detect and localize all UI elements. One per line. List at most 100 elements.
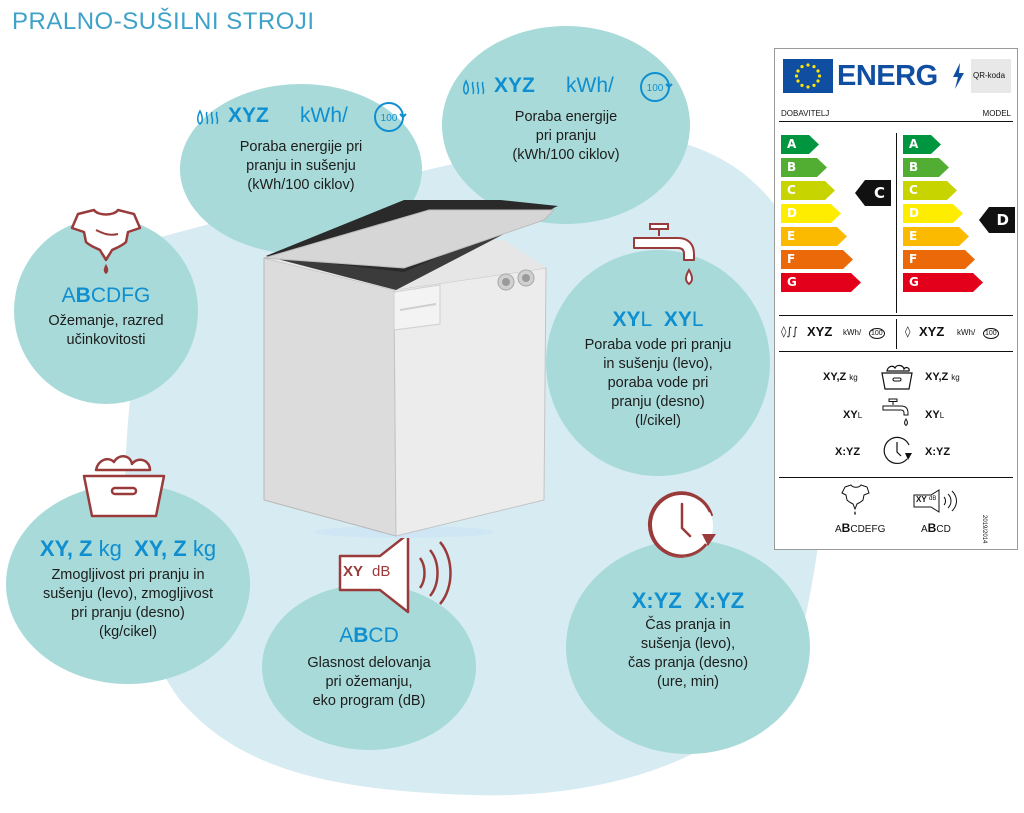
- description-line: Glasnost delovanja: [307, 655, 431, 671]
- description-line: Čas pranja in: [645, 617, 731, 633]
- faucet-icon: [633, 223, 695, 286]
- label-capacity-left: XY,Z kg: [823, 371, 858, 383]
- faucet-icon: [882, 398, 909, 427]
- class-arrow-c: C: [781, 181, 835, 200]
- energy-label: ENERG QR-koda DOBAVITELJ MODEL A B C D E…: [774, 48, 1018, 550]
- washer-dryer-illustration: [263, 200, 558, 538]
- speaker-icon: XY dB: [336, 530, 456, 616]
- class-letter: A: [339, 624, 354, 647]
- drops-swirl-icon: [197, 109, 219, 125]
- description-line: pranju in sušenju: [246, 158, 356, 174]
- energy-value-bold: XYZ: [228, 104, 269, 127]
- description-line: pri ožemanju,: [325, 674, 413, 690]
- class-arrow-f: F: [903, 250, 975, 269]
- label-water-right: XYL: [925, 409, 945, 421]
- clock-icon: [647, 491, 716, 558]
- label-time-left: X:YZ: [835, 446, 861, 458]
- hundred-cycles-icon: 100: [869, 328, 885, 339]
- drops-swirl-icon: [463, 79, 485, 95]
- label-water-left: XYL: [843, 409, 863, 421]
- bubble-energy-wash: XYZ kWh/ 100 Poraba energije pri pranju …: [442, 26, 690, 224]
- energy-value-unit: kWh/: [566, 74, 614, 97]
- description-line: Ožemanje, razred: [48, 313, 164, 329]
- hundred-cycles-icon: 100: [374, 102, 407, 132]
- description-line: eko program (dB): [312, 693, 426, 709]
- label-capacity-right: XY,Z kg: [925, 371, 960, 383]
- class-arrow-d: D: [903, 204, 963, 223]
- time-values: X:YZ X:YZ: [566, 588, 810, 614]
- description-line: (l/cikel): [635, 413, 681, 429]
- class-arrow-a: A: [903, 135, 941, 154]
- capacity-left-value: XY, Z: [39, 536, 93, 561]
- bubble-noise: ABCD Glasnost delovanja pri ožemanju, ek…: [262, 584, 476, 750]
- class-arrow-d: D: [781, 204, 841, 223]
- laundry-basket-icon: [82, 455, 166, 518]
- speaker-unit: dB: [372, 563, 391, 580]
- label-noise-class: ABCD: [921, 521, 951, 535]
- description-line: in sušenju (levo),: [603, 356, 713, 372]
- description-line: pri pranju (desno): [71, 605, 185, 621]
- label-spin-class: ABCDEFG: [835, 521, 886, 535]
- description-line: Poraba vode pri pranju: [584, 337, 732, 353]
- label-time-right: X:YZ: [925, 446, 951, 458]
- label-energy-right: ◊ XYZ kWh/ 100: [905, 323, 1015, 343]
- class-arrow-f: F: [781, 250, 853, 269]
- energy-unit: kWh/: [957, 328, 976, 337]
- energy-value-bold: XYZ: [494, 74, 535, 97]
- page-title: PRALNO-SUŠILNI STROJI: [12, 8, 315, 35]
- class-arrow-g: G: [781, 273, 861, 292]
- class-letters: CDFG: [90, 284, 151, 307]
- time-left-value: X:YZ: [631, 588, 682, 613]
- description-line: Zmogljivost pri pranju in: [51, 567, 205, 583]
- description-line: čas pranja (desno): [627, 655, 749, 671]
- label-speaker-icon: XY dB: [913, 489, 961, 513]
- left-class-indicator: C: [855, 180, 891, 206]
- qr-code-label: QR-koda: [973, 71, 1006, 80]
- water-right-value: XY: [663, 308, 692, 331]
- description-line: sušenju (levo), zmogljivost: [42, 586, 214, 602]
- class-arrow-b: B: [903, 158, 949, 177]
- water-left-unit: L: [640, 308, 653, 331]
- energy-unit: kWh/: [843, 328, 862, 337]
- eu-flag-icon: [783, 59, 833, 93]
- wrung-shirt-icon: [841, 484, 870, 515]
- water-left-value: XY: [612, 308, 641, 331]
- class-letter-highlight: B: [75, 284, 91, 307]
- drop-icon: ◊: [905, 325, 911, 338]
- wrung-shirt-icon: [70, 208, 142, 274]
- class-arrow-g: G: [903, 273, 983, 292]
- class-arrow-b: B: [781, 158, 827, 177]
- energy-value: XYZ: [807, 324, 833, 339]
- class-arrow-e: E: [903, 227, 969, 246]
- right-class-indicator: D: [979, 207, 1015, 233]
- hundred-cycles-icon: 100: [983, 328, 999, 339]
- energy-logo: ENERG: [837, 59, 938, 93]
- capacity-right-value: XY, Z: [134, 536, 187, 561]
- class-arrow-c: C: [903, 181, 957, 200]
- drops-swirl-icon: ◊∫∫: [781, 325, 798, 338]
- capacity-right-unit: kg: [192, 536, 217, 561]
- description-line: pranju (desno): [611, 394, 705, 410]
- description-line: (kWh/100 ciklov): [512, 147, 620, 163]
- model-label: MODEL: [982, 109, 1011, 118]
- class-letter-highlight: B: [353, 624, 369, 647]
- bubble-capacity: XY, Z kg XY, Z kg Zmogljivost pri pranju…: [6, 455, 250, 684]
- energy-value-unit: kWh/: [300, 104, 348, 127]
- hundred-label: 100: [647, 83, 664, 94]
- energy-value: XYZ: [919, 324, 945, 339]
- clock-icon: [883, 436, 912, 465]
- energy-logo-text: ENERG: [837, 60, 938, 92]
- capacity-values: XY, Z kg XY, Z kg: [6, 536, 250, 562]
- hundred-label: 100: [381, 113, 398, 124]
- regulation-code: 2019/2014: [981, 515, 987, 544]
- bubble-water: XYL XYL Poraba vode pri pranju in sušenj…: [546, 223, 770, 476]
- laundry-basket-icon: [881, 364, 913, 390]
- hundred-cycles-icon: 100: [640, 72, 673, 102]
- speaker-value: XY: [343, 563, 364, 580]
- description-line: (ure, min): [656, 674, 720, 690]
- description-line: poraba vode pri: [607, 375, 709, 391]
- class-letter: A: [61, 284, 76, 307]
- description-line: (kg/cikel): [98, 624, 157, 640]
- description-line: Poraba energije pri: [239, 139, 363, 155]
- spin-class-scale: ABCDFG: [14, 284, 198, 308]
